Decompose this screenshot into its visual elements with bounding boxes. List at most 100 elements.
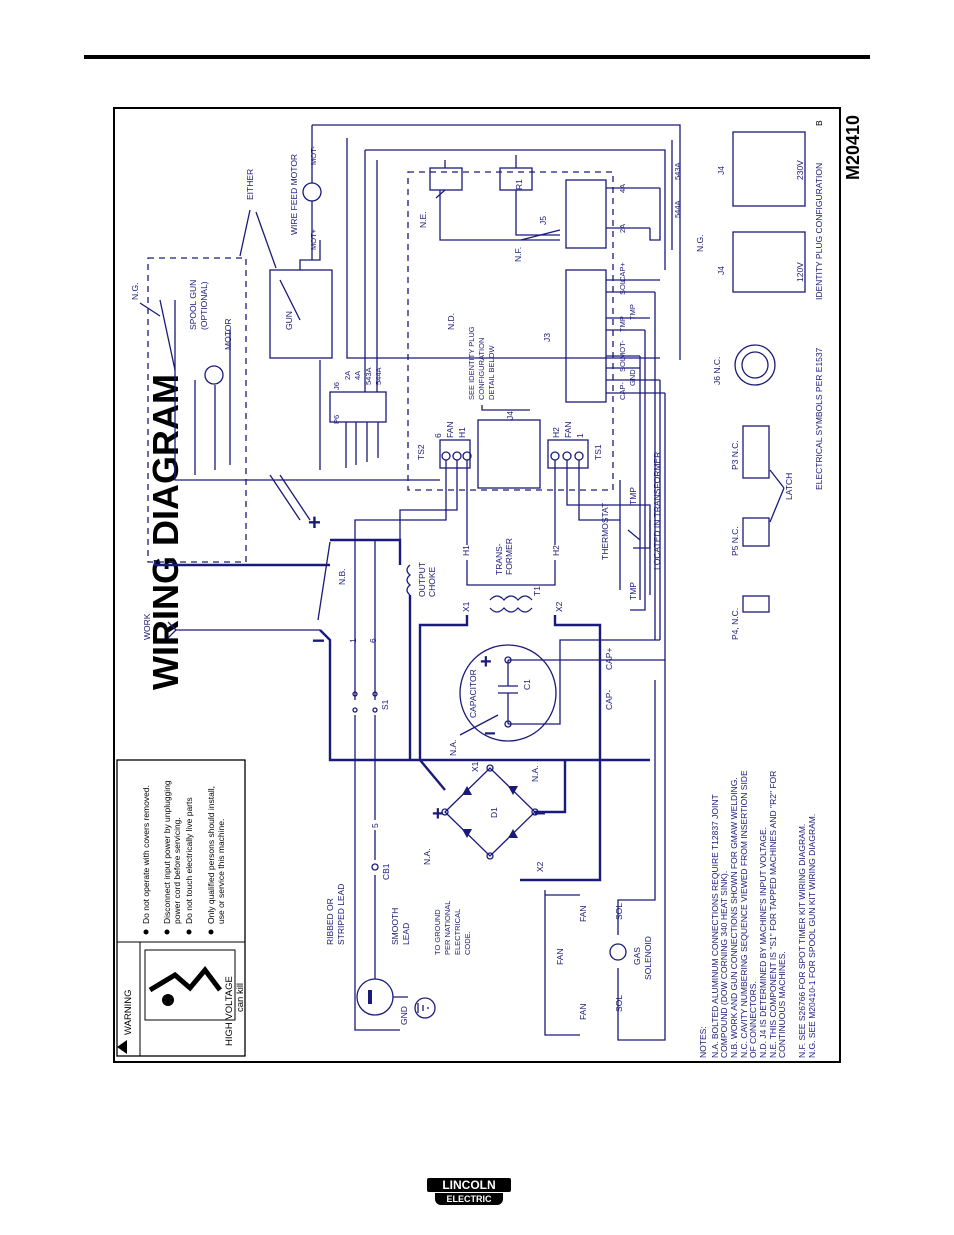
j4-120-label: J4 [716,266,726,275]
cap-plus-label: CAP+ [604,648,614,670]
warning-bullet-1: Do not operate with covers removed. [141,785,151,924]
bridge-minus: − [534,803,546,825]
ng-label-right: N.G. [695,235,705,252]
wire-feed-motor-label: WIRE FEED MOTOR [289,154,299,235]
j3-pin-mot-minus: MOT- [618,340,627,359]
j3-pin-gnd: GND [628,369,637,386]
h1-label: H1 [461,545,471,556]
plus-sign-top: + [308,510,321,535]
j5-label: J5 [538,216,548,225]
cap-minus-sign: − [484,723,496,745]
ts2-six-label: 6 [433,433,443,438]
potentiometers: R1 N.E. [418,155,560,241]
capacitor: CAPACITOR C1 + − CAP+ CAP- N.A. [448,393,666,756]
per-national-label: PER NATIONAL [443,901,452,955]
cb1-label: CB1 [381,863,391,880]
spool-gun-region: EITHER N.G. SPOOL GUN (OPTIONAL) MOTOR G… [130,146,333,563]
lincoln-electric-logo: LINCOLN ELECTRIC [427,1178,511,1208]
j6-label: J6 [332,382,341,390]
j3-pin-sol: SOL [618,357,627,372]
j4-ts-block: J4 TS2 TS1 6 FAN H1 H2 FAN 1 [354,411,651,680]
wire-543a-544a: 543A 544A N.G. [671,140,705,252]
ground-symbol [414,997,436,1019]
minus-sign-top: − [312,628,325,653]
smooth-label: SMOOTH [390,908,400,945]
wire-6-label: 6 [368,638,378,643]
cap-minus-label: CAP- [604,690,614,710]
capacitor-label: CAPACITOR [468,669,478,718]
na-cap-label: N.A. [448,739,458,756]
lead-label: LEAD [401,923,411,945]
d1-label: D1 [489,807,499,818]
tmp-right-label: TMP [628,487,638,505]
tmp-left-label: TMP [628,582,638,600]
voltage-title: HIGH VOLTAGE [224,976,235,1046]
optional-label: (OPTIONAL) [199,281,209,330]
nd-label: N.D. [446,313,456,330]
solenoid-symbol [609,943,627,961]
j6-connector-symbol [734,344,776,386]
sol-right-label: SOL [614,903,624,920]
trans-label: TRANS- [494,543,504,575]
either-label: EITHER [245,169,255,200]
j4-label: J4 [505,411,515,420]
logo-top-text: LINCOLN [427,1178,511,1192]
choke-label: CHOKE [427,566,437,597]
warning-bullet-4b: use or service this machine. [216,819,226,924]
w543a-right-label: 543A [673,162,682,180]
ng-label-top: N.G. [130,283,140,300]
sol-left-label: SOL [614,995,624,1012]
ts1-h2-label: H2 [551,427,561,438]
note-line-2: COMPOUND (DOW CORNING 340 HEAT SINK). [719,871,729,1058]
ts1-fan-label: FAN [563,421,573,438]
notes-header: NOTES: [698,1026,708,1058]
na-bridge-label-2: N.A. [422,848,432,865]
electrical-symbols-label: ELECTRICAL SYMBOLS PER E1537 [814,347,824,490]
wire-544a-label: 544A [374,367,383,385]
j5-connector: J5 N.F. 2A 4A [513,179,661,262]
identity-plug-config-label: IDENTITY PLUG CONFIGURATION [814,163,824,300]
code-label: CODE. [463,931,472,955]
fan-top-label: FAN [555,948,565,965]
fan-right-label: FAN [578,905,588,922]
j3-pin-cap-minus: CAP- [618,382,627,400]
x2-trans-label: X2 [554,601,564,612]
bridge-plus: + [432,803,444,825]
to-ground-label: TO GROUND [433,909,442,955]
warning-bullet-2a: Disconnect input power by unplugging [162,780,172,924]
warning-bullet-2b: power cord before servicing. [172,817,182,924]
cap-plus-sign: + [480,651,492,673]
s1-switch: 1 6 S1 5 CB1 [348,540,400,1031]
ne-label: N.E. [418,211,428,228]
logo-bottom-text: ELECTRIC [435,1193,503,1205]
former-label: FORMER [504,538,514,575]
warning-bullet-4a: Only qualified persons should install, [206,786,216,924]
v120-label: 120V [795,262,805,282]
gun-wires [153,124,681,567]
gas-label: GAS [632,947,642,965]
mot-minus-label: MOT- [309,146,318,165]
output-label: OUTPUT [417,562,427,597]
warning-block: WARNING HIGH VOLTAGE can kill Do not ope… [116,759,246,1057]
t1-label: T1 [532,586,542,596]
control-box-outline [407,171,614,491]
note-line-7: N.E. THIS COMPONENT IS "S1" FOR TAPPED M… [768,771,778,1058]
v230-label: 230V [795,160,805,180]
configuration-label: CONFIGURATION [477,338,486,400]
j3-pin-tmp-1: TMP [618,316,627,332]
spool-gun-label: SPOOL GUN [188,280,198,330]
note-line-3: N.B. WORK AND GUN CONNECTIONS SHOWN FOR … [729,777,739,1058]
wire-1-label: 1 [348,638,358,643]
x1-trans-label: X1 [461,601,471,612]
mot-plus-label: MOT+ [309,228,318,250]
p3-label: P3 N.C. [730,440,740,470]
note-line-9: N.F. SEE S26766 FOR SPOT TIMER KIT WIRIN… [797,824,807,1058]
header-rule [84,55,870,59]
j3-pin-sol-2: SOL [618,280,627,295]
capacitor-circle [459,644,557,742]
high-voltage-icon [144,949,236,1021]
power-plug-circle [356,978,394,1016]
work-label: WORK [142,613,152,640]
j3-label: J3 [542,333,552,342]
